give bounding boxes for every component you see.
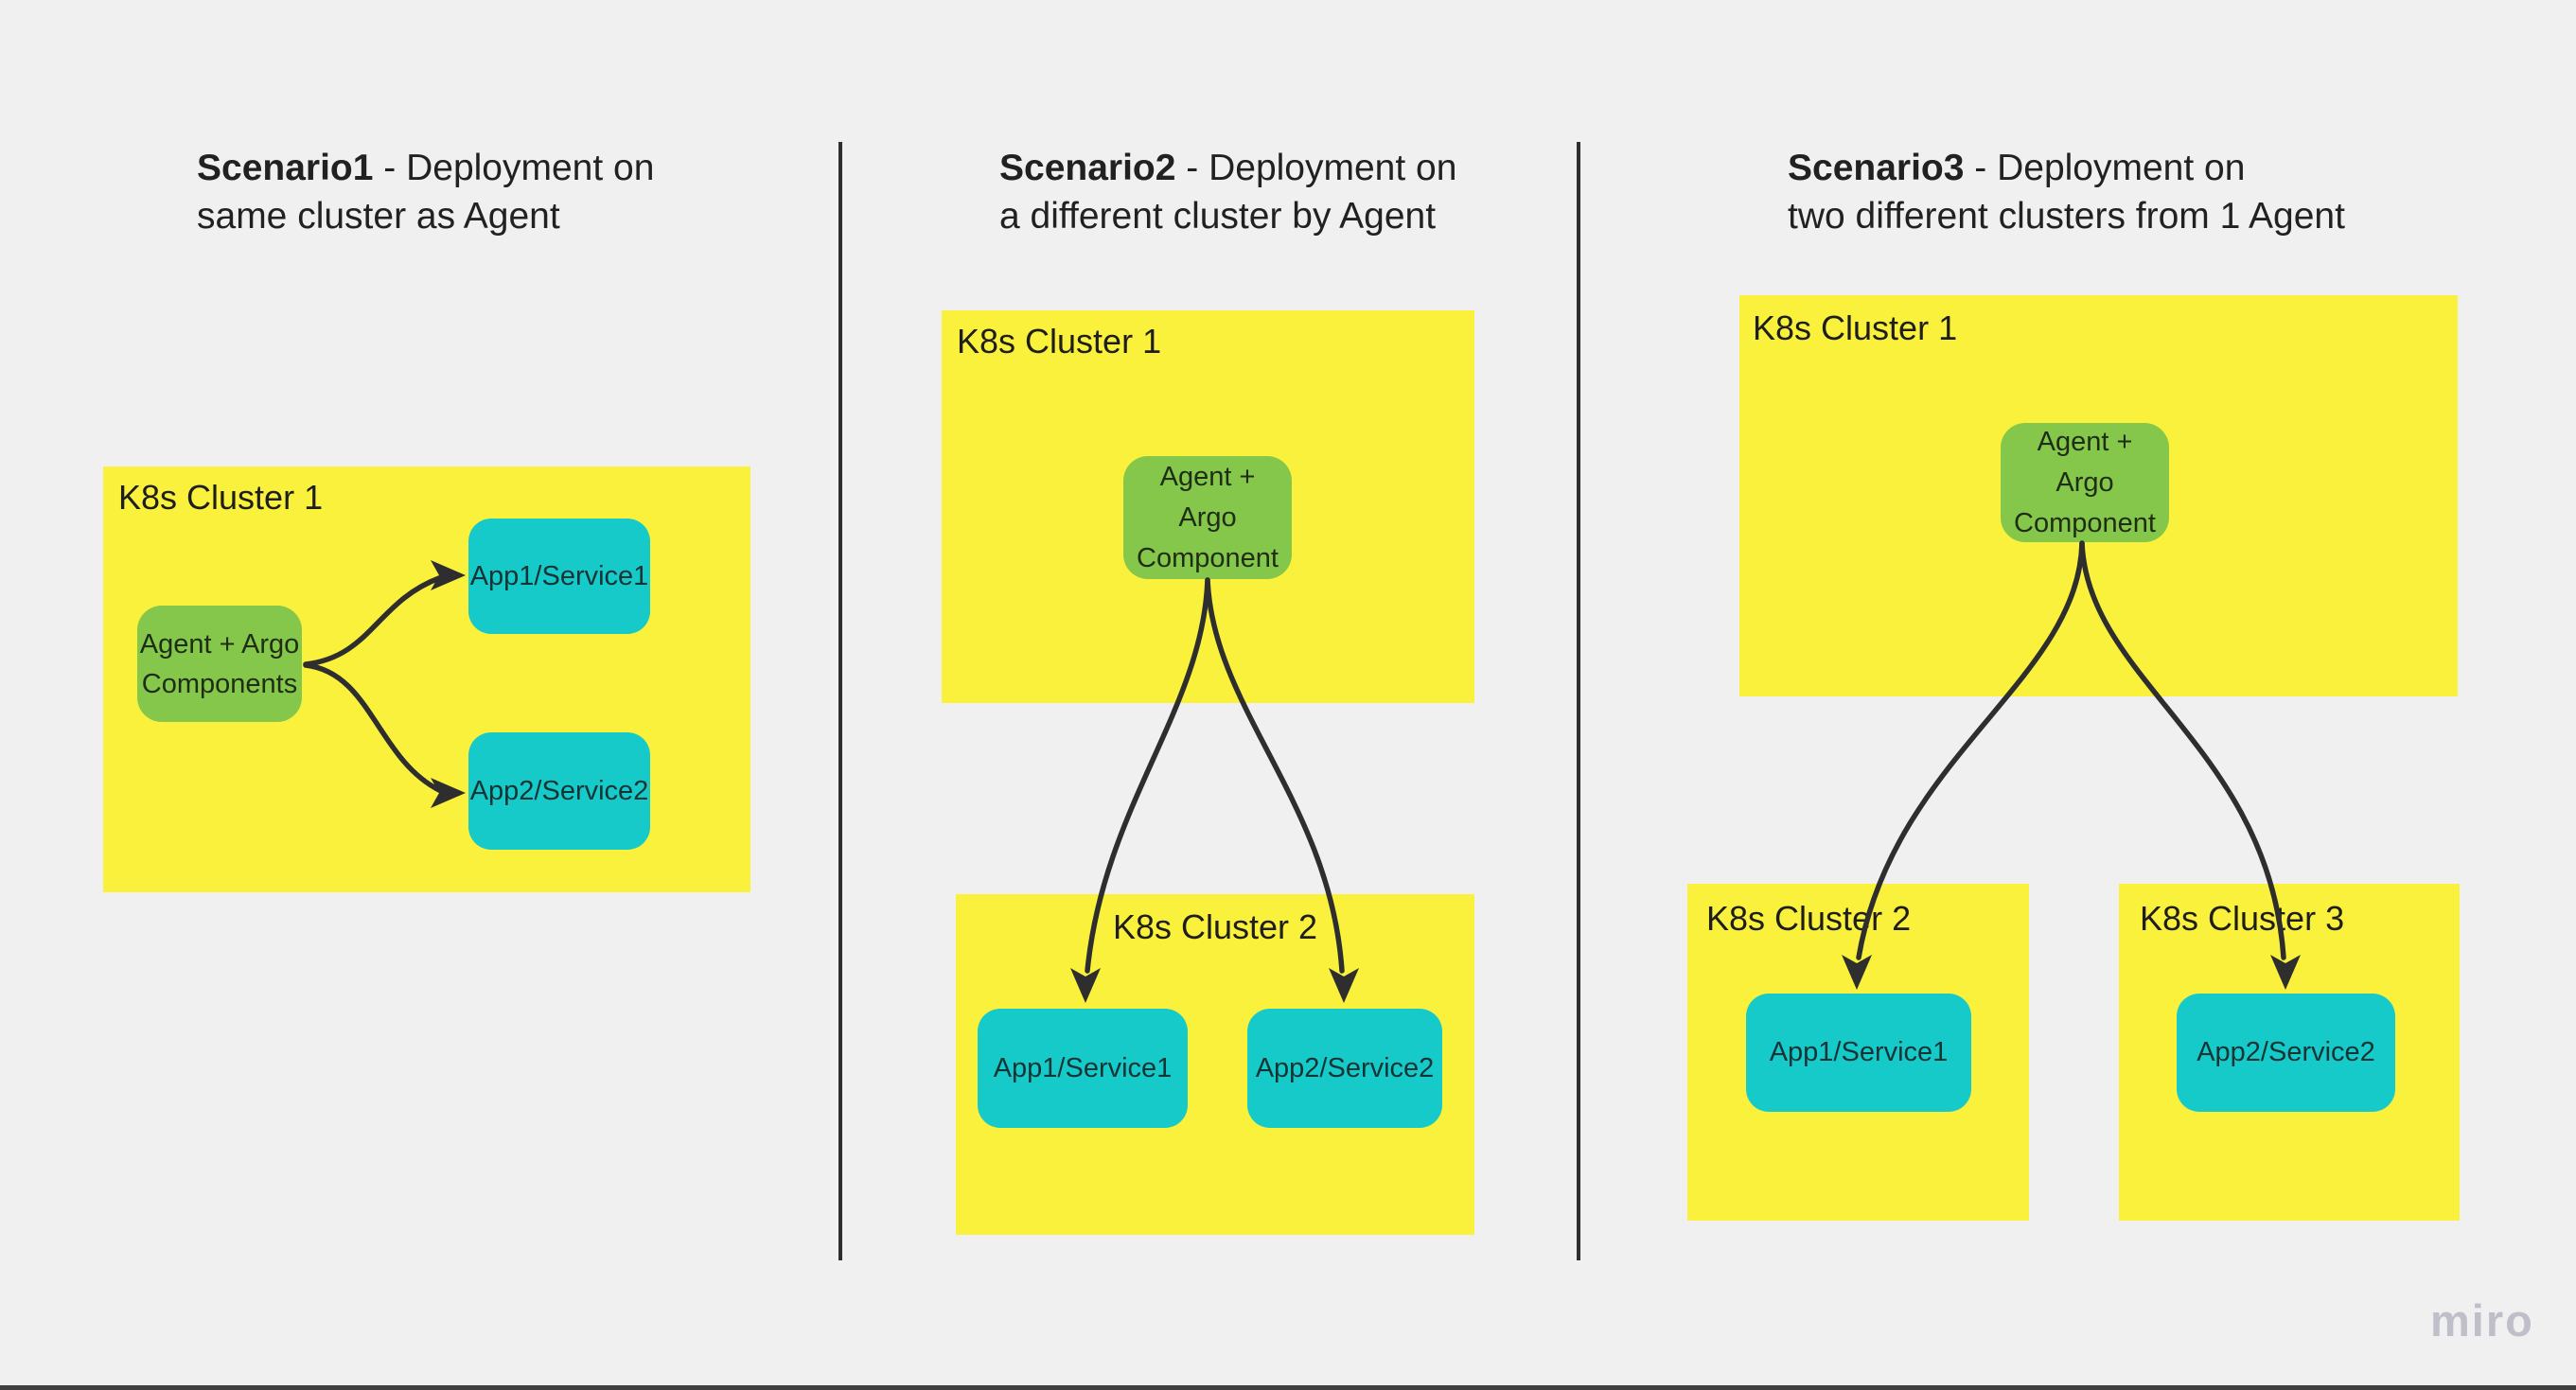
s2-agent-line2: Argo <box>1178 501 1237 533</box>
s1-app1-box[interactable]: App1/Service1 <box>468 519 650 634</box>
s3-agent-line2: Argo <box>2056 466 2114 498</box>
scenario2-title-rest: - Deployment on <box>1175 148 1457 188</box>
s3-agent-box[interactable]: Agent + Argo Component <box>2001 423 2169 542</box>
s3-app1-box[interactable]: App1/Service1 <box>1746 994 1971 1112</box>
scenario2-title[interactable]: Scenario2 - Deployment on a different cl… <box>999 144 1456 240</box>
scenario3-title[interactable]: Scenario3 - Deployment on two different … <box>1788 144 2345 240</box>
scenario3-title-bold: Scenario3 <box>1788 148 1965 188</box>
s2-app2-box[interactable]: App2/Service2 <box>1247 1009 1442 1128</box>
s3-cluster3-label: K8s Cluster 3 <box>2140 899 2345 938</box>
divider-line-2[interactable] <box>1577 142 1580 1260</box>
scenario1-title-line1: Scenario1 - Deployment on <box>197 144 654 192</box>
scenario2-title-bold: Scenario2 <box>999 148 1176 188</box>
divider-line-1[interactable] <box>838 142 842 1260</box>
s1-cluster1-label: K8s Cluster 1 <box>118 478 324 517</box>
s2-app1-label: App1/Service1 <box>993 1052 1173 1083</box>
s2-agent-line3: Component <box>1137 542 1279 573</box>
s2-app1-box[interactable]: App1/Service1 <box>978 1009 1188 1128</box>
scenario3-title-line1: Scenario3 - Deployment on <box>1788 144 2345 192</box>
s3-app2-label: App2/Service2 <box>2197 1037 2375 1067</box>
scenario1-title-line2: same cluster as Agent <box>197 196 560 237</box>
s2-cluster2-label: K8s Cluster 2 <box>1112 907 1318 946</box>
s2-app2-label: App2/Service2 <box>1255 1052 1435 1083</box>
miro-logo: miro <box>2430 1295 2534 1346</box>
s3-agent-line1: Agent + <box>2037 426 2133 457</box>
s1-agent-box[interactable]: Agent + Argo Components <box>137 606 302 722</box>
s3-cluster1-label: K8s Cluster 1 <box>1753 308 1958 347</box>
s3-cluster2-label: K8s Cluster 2 <box>1706 899 1912 938</box>
s1-app2-label: App2/Service2 <box>469 775 649 806</box>
s2-agent-box[interactable]: Agent + Argo Component <box>1123 456 1292 579</box>
s3-agent-line3: Component <box>2014 507 2156 538</box>
s2-cluster1-label: K8s Cluster 1 <box>957 322 1162 361</box>
s3-app1-label: App1/Service1 <box>1769 1037 1949 1067</box>
scenario1-title[interactable]: Scenario1 - Deployment on same cluster a… <box>197 144 654 240</box>
scenario3-title-line2: two different clusters from 1 Agent <box>1788 196 2345 237</box>
s1-agent-line2: Components <box>141 668 298 699</box>
s1-app1-label: App1/Service1 <box>469 560 649 591</box>
s3-app2-box[interactable]: App2/Service2 <box>2177 994 2395 1112</box>
s1-app2-box[interactable]: App2/Service2 <box>468 732 650 850</box>
scenario1-title-rest: - Deployment on <box>373 148 655 188</box>
s2-agent-line1: Agent + <box>1159 461 1256 492</box>
s1-agent-line1: Agent + Argo <box>139 628 300 660</box>
scenario1-title-bold: Scenario1 <box>197 148 374 188</box>
scenario3-title-rest: - Deployment on <box>1964 148 2246 188</box>
scenario2-title-line2: a different cluster by Agent <box>999 196 1437 237</box>
bottom-edge-bar <box>0 1385 2576 1390</box>
scenario2-title-line1: Scenario2 - Deployment on <box>999 144 1456 192</box>
